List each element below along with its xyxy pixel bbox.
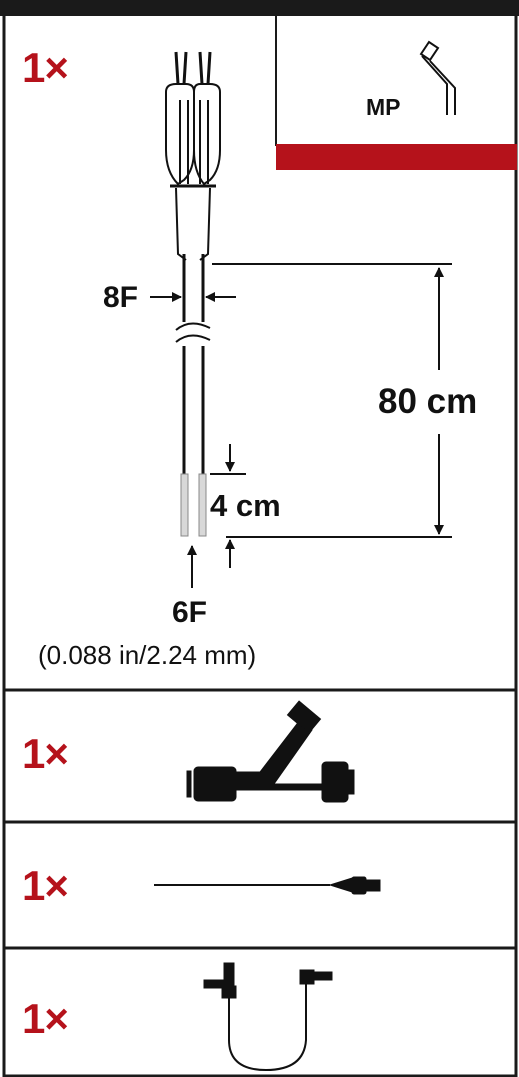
segment-dimension [210, 444, 246, 568]
length-label: 80 cm [378, 382, 478, 421]
needle-icon [154, 876, 381, 895]
extension-tube-icon [203, 962, 333, 1072]
catheter-tip-segment [180, 473, 189, 537]
needle-quantity: 1× [22, 862, 69, 909]
segment-length-label: 4 cm [210, 488, 281, 523]
tip-shape-inset [275, 16, 517, 170]
extension-tube-quantity: 1× [22, 995, 69, 1042]
y-connector-quantity: 1× [22, 730, 69, 777]
mp-tip-icon [419, 40, 456, 115]
red-band [276, 144, 517, 170]
y-connector-icon [186, 700, 355, 803]
tip-dimension-label: (0.088 in/2.24 mm) [38, 640, 257, 670]
catheter-hub [165, 51, 221, 261]
length-dimension [212, 263, 452, 538]
tip-size-label: 6F [172, 596, 208, 629]
shaft-size-label: 8F [103, 281, 139, 314]
catheter-shaft [175, 254, 211, 474]
catheter-quantity: 1× [22, 44, 69, 91]
top-band [0, 0, 519, 16]
tip-shape-label: MP [366, 94, 401, 120]
panel-frame [2, 12, 518, 1077]
catheter-tip-segment-2 [198, 473, 207, 537]
